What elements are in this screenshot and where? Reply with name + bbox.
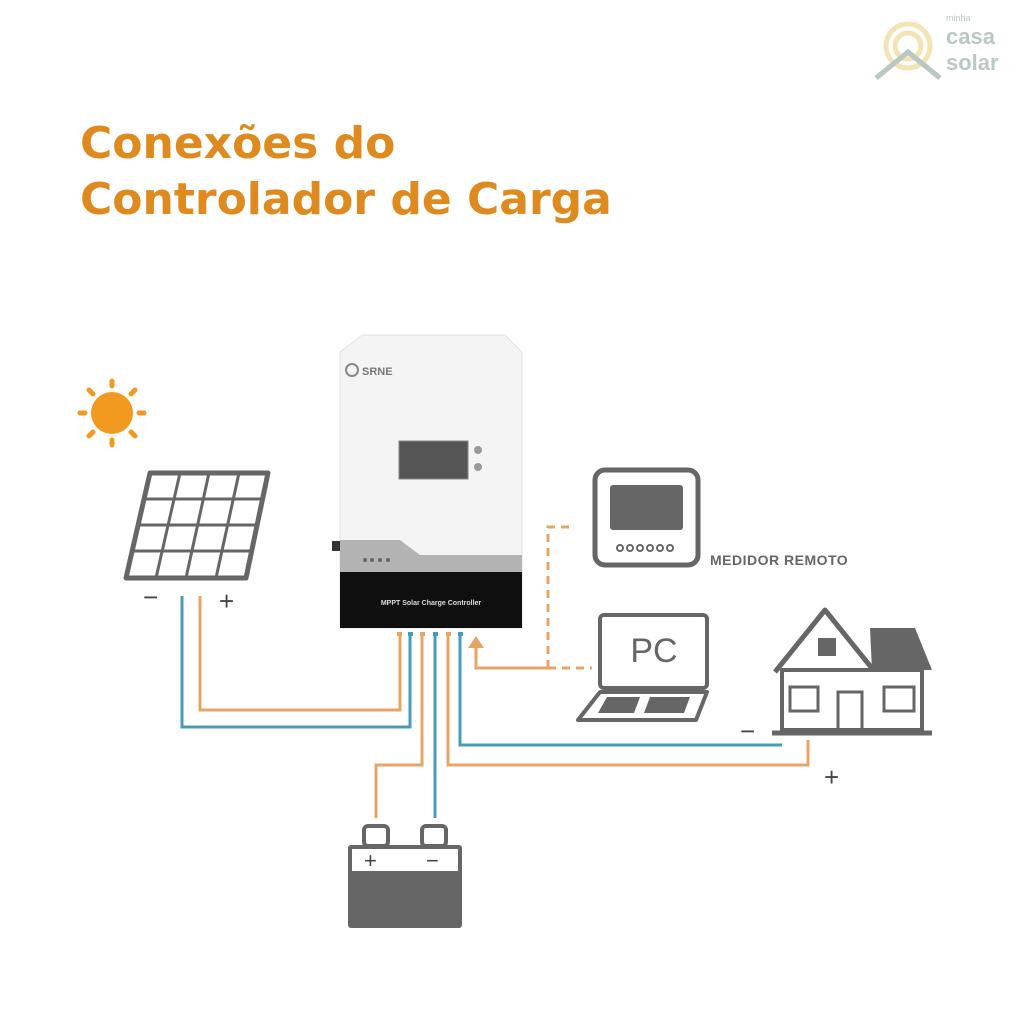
battery-positive-wire (374, 632, 424, 818)
remote-meter-label: MEDIDOR REMOTO (710, 552, 848, 568)
controller-display (398, 440, 469, 480)
laptop-icon (576, 613, 709, 722)
logo-sun-roof-icon (874, 21, 942, 80)
wires (180, 525, 810, 818)
panel-positive-wire (198, 596, 402, 712)
house-icon (772, 607, 932, 736)
sun-icon (77, 378, 147, 448)
controller-button-2 (474, 463, 482, 471)
load-negative-wire (458, 632, 782, 747)
panel-negative-wire (180, 596, 412, 729)
load-plus-label: + (824, 762, 839, 792)
controller-model-label: MPPT Solar Charge Controller (381, 600, 482, 607)
battery-minus-label: − (426, 848, 439, 873)
pc-comm-wire (474, 645, 548, 670)
title-line-1: Conexões do (80, 118, 396, 169)
title-line-2: Controlador de Carga (80, 174, 612, 225)
battery-icon (348, 824, 462, 928)
panel-minus-label: − (143, 582, 158, 612)
charge-controller: MPPT Solar Charge Controller SRNE (332, 334, 523, 636)
logo-small-text: minha (946, 13, 971, 23)
load-positive-wire (446, 632, 810, 767)
battery-plus-label: + (364, 848, 377, 873)
arrow-up-icon (468, 636, 484, 648)
controller-button-1 (474, 446, 482, 454)
controller-brand: SRNE (362, 366, 393, 378)
logo-text: minha casa solar (946, 12, 999, 76)
solar-panel-icon (123, 470, 271, 581)
load-minus-label: − (740, 716, 755, 746)
remote-meter-icon (592, 467, 701, 568)
brand-logo-icon (345, 363, 359, 377)
pc-label: PC (630, 632, 677, 670)
logo-line-1: casa (946, 24, 995, 49)
panel-plus-label: + (219, 586, 234, 616)
logo-line-2: solar (946, 50, 999, 75)
page-title: Conexões do Controlador de Carga (80, 116, 612, 228)
meter-dashed-wire (546, 525, 572, 668)
